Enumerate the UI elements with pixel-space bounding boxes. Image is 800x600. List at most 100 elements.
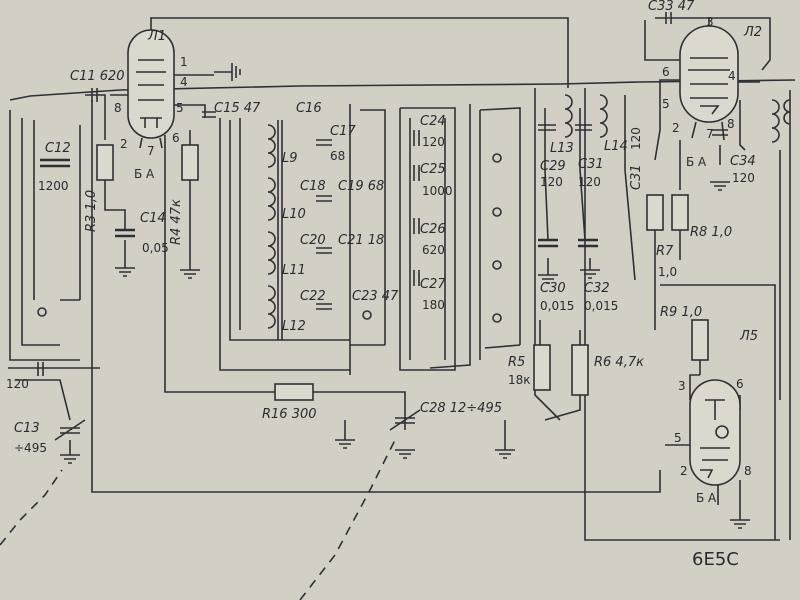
ground-symbols	[60, 63, 750, 529]
value-c25: 1000	[422, 184, 453, 198]
capacitor-c18	[316, 195, 332, 202]
label-c28: C28 12÷495	[420, 401, 502, 416]
coil-l10	[267, 177, 276, 221]
label-c31b: C31	[629, 164, 644, 190]
pin-label: 4	[728, 69, 736, 83]
pin-label: 3	[678, 379, 686, 393]
resistors	[96, 144, 709, 401]
pin-label: 2	[680, 464, 688, 478]
value-c34: 120	[732, 171, 755, 185]
label-c31: C31	[578, 157, 604, 172]
coil-l2-out	[771, 99, 780, 143]
pin-label: 7	[147, 144, 155, 158]
label-c19: C19 68	[338, 179, 384, 194]
label-c25: C25	[420, 162, 446, 177]
wiring	[0, 17, 796, 600]
capacitor-c25	[413, 165, 420, 181]
pin-label: 8	[114, 101, 122, 115]
value-c27: 180	[422, 298, 445, 312]
pin-label: 8	[727, 117, 735, 131]
value-c31: 120	[578, 175, 601, 189]
capacitor-c34	[712, 129, 728, 136]
value-c30: 0,015	[540, 299, 574, 313]
resistor-r16	[274, 383, 314, 401]
capacitor-c12	[40, 158, 70, 168]
label-c12: C12	[45, 141, 71, 156]
pin-label: 5	[662, 97, 670, 111]
label-l14: L14	[604, 139, 628, 154]
pin-label: 4	[180, 75, 188, 89]
value-r5: 18к	[508, 373, 531, 387]
label-c17: C17	[330, 124, 356, 139]
ground-symbol	[180, 269, 200, 279]
tube-l2	[659, 18, 760, 141]
label-r5: R5	[508, 355, 525, 370]
label-c14: C14	[140, 211, 166, 226]
tube-type-label: 6Е5С	[692, 549, 739, 570]
tube-l1	[110, 18, 214, 149]
label-r8: R8 1,0	[690, 225, 732, 240]
label-l10: L10	[282, 207, 306, 222]
ground-symbol	[538, 274, 558, 284]
pin-label: 7	[706, 127, 714, 141]
label-l13: L13	[550, 141, 574, 156]
ground-symbol	[730, 519, 750, 529]
coil-l12	[267, 285, 276, 329]
ground-symbol	[335, 439, 355, 449]
pin-label: 8	[744, 464, 752, 478]
label-c33: C33 47	[648, 0, 695, 14]
value-c31b: 120	[629, 127, 643, 150]
value-c29: 120	[540, 175, 563, 189]
capacitor-c29	[538, 124, 556, 131]
label-c26: C26	[420, 222, 446, 237]
coil-l9	[267, 124, 276, 168]
label-l5: Л5	[739, 329, 758, 344]
pin-label: 3	[706, 15, 714, 29]
label-l12: L12	[282, 319, 306, 334]
ground-symbol	[495, 449, 515, 459]
label-l9: L9	[282, 151, 298, 166]
capacitor-c20	[316, 247, 332, 254]
capacitor-c24	[413, 130, 420, 146]
resistor-r5	[533, 344, 551, 391]
resistor-r9	[691, 319, 709, 361]
value-c26: 620	[422, 243, 445, 257]
resistor-r8	[671, 194, 689, 231]
ground-symbol	[60, 454, 80, 464]
pin-label: Б А	[696, 491, 717, 505]
resistor-r4	[181, 144, 199, 181]
capacitor-c22	[316, 303, 332, 310]
label-c27: C27	[420, 277, 446, 292]
label-l2: Л2	[743, 25, 762, 40]
value-c14: 0,05	[142, 241, 169, 255]
value-c32: 0,015	[584, 299, 618, 313]
capacitor-c31	[575, 124, 592, 131]
value-c13: ÷495	[14, 441, 47, 455]
label-c30: C30	[540, 281, 566, 296]
label-c24: C24	[420, 114, 446, 129]
label-c11: C11 620	[70, 69, 125, 84]
label-r6: R6 4,7к	[594, 355, 644, 370]
capacitor-c30	[538, 238, 558, 248]
tube-l5-6e5c	[689, 379, 741, 486]
pin-label: 6	[662, 65, 670, 79]
capacitors	[37, 12, 728, 441]
resistor-r3	[96, 144, 114, 181]
capacitor-c26	[413, 218, 420, 234]
label-c29: C29	[540, 159, 566, 174]
capacitor-c33	[665, 12, 672, 24]
label-c34: C34	[730, 154, 756, 169]
label-c32: C32	[584, 281, 610, 296]
label-c16: C16	[296, 101, 322, 116]
label-l1: Л1	[147, 29, 166, 44]
value-c12: 1200	[38, 179, 69, 193]
label-c21: C21 18	[338, 233, 384, 248]
pin-label: 2	[672, 121, 680, 135]
ground-symbol	[395, 449, 415, 459]
label-c23: C23 47	[352, 289, 399, 304]
coil-l14	[599, 94, 608, 138]
ground-symbol	[115, 267, 135, 277]
capacitor-c17	[316, 139, 332, 146]
inductors	[267, 94, 791, 340]
